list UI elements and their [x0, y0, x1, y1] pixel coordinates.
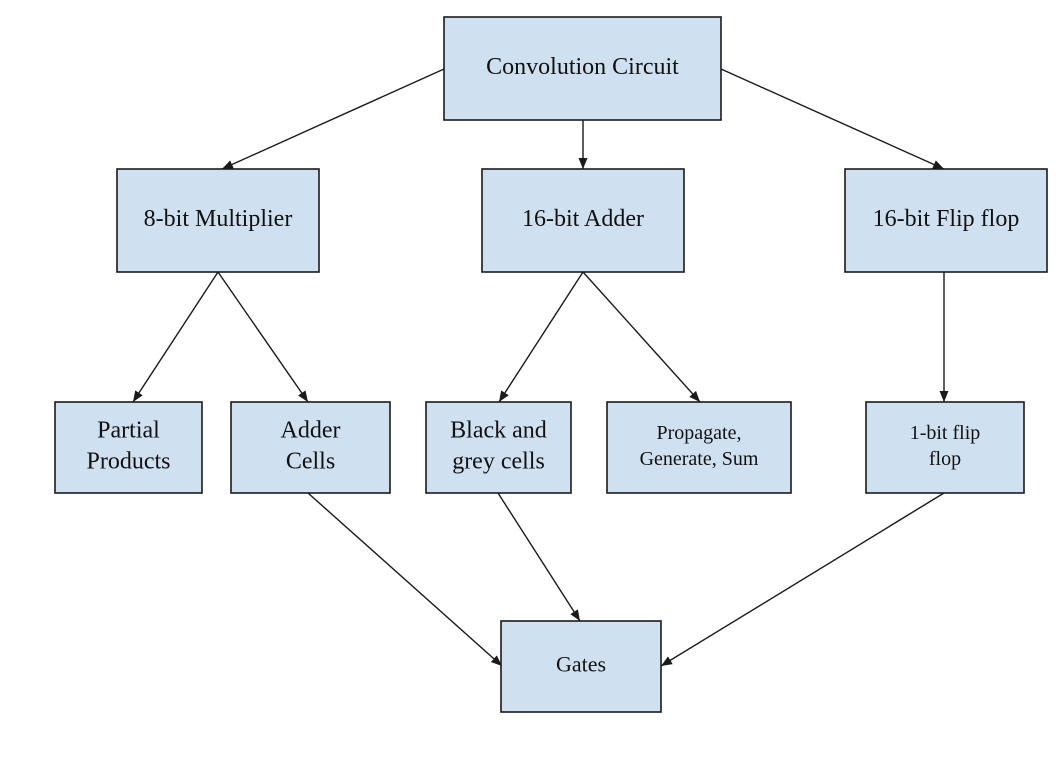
- node-partial-products-box: [54, 401, 203, 494]
- node-16bit-adder-label: 16-bit Adder: [522, 206, 644, 232]
- node-16bit-flip-flop-box: [844, 168, 1048, 273]
- node-1bit-flip-flop-label: 1-bit flip: [910, 422, 981, 444]
- node-propagate-generate-sum-label: Generate, Sum: [640, 448, 759, 470]
- arrow-convolution-circuit-to-flipflop-16bit: [720, 68, 945, 170]
- node-gates-box: [500, 620, 662, 713]
- arrow-adder-cells-to-gates: [307, 492, 503, 667]
- node-convolution-circuit: Convolution Circuit: [443, 16, 722, 121]
- node-propagate-generate-sum-box: [606, 401, 792, 494]
- node-1bit-flip-flop-box: [865, 401, 1025, 494]
- node-partial-products-label: Products: [87, 449, 171, 475]
- node-16bit-flip-flop-label: 16-bit Flip flop: [873, 206, 1020, 232]
- node-black-grey-cells-label: Black and: [450, 417, 547, 443]
- arrow-adder-16bit-to-black-grey-cells: [498, 271, 584, 403]
- node-propagate-generate-sum: Propagate, Generate, Sum: [606, 401, 792, 494]
- node-partial-products-label: Partial: [97, 417, 160, 443]
- node-8bit-multiplier-box: [116, 168, 320, 273]
- node-adder-cells-box: [230, 401, 391, 494]
- node-16bit-adder-box: [481, 168, 685, 273]
- node-black-grey-cells-box: [425, 401, 572, 494]
- node-propagate-generate-sum-label: Propagate,: [657, 422, 742, 444]
- node-convolution-circuit-label: Convolution Circuit: [486, 54, 679, 80]
- node-adder-cells-label: Adder: [281, 417, 341, 443]
- node-adder-cells-label: Cells: [286, 449, 335, 475]
- node-gates-label: Gates: [556, 652, 606, 677]
- node-16bit-flip-flop: 16-bit Flip flop: [844, 168, 1048, 273]
- edges-layer: [132, 68, 949, 667]
- node-1bit-flip-flop-label: flop: [929, 448, 961, 470]
- arrow-black-grey-cells-to-gates: [497, 492, 581, 622]
- nodes-layer: Convolution Circuit 8-bit Multiplier 16-bi…: [54, 16, 1048, 713]
- node-8bit-multiplier: 8-bit Multiplier: [116, 168, 320, 273]
- node-8bit-multiplier-label: 8-bit Multiplier: [144, 206, 293, 232]
- node-convolution-circuit-box: [443, 16, 722, 121]
- node-1bit-flip-flop: 1-bit flip flop: [865, 401, 1025, 494]
- node-gates: Gates: [500, 620, 662, 713]
- node-black-grey-cells-label: grey cells: [452, 449, 545, 475]
- arrow-flipflop-1bit-to-gates: [660, 492, 945, 667]
- arrow-multiplier-8bit-to-partial-products: [132, 271, 219, 403]
- node-black-grey-cells: Black and grey cells: [425, 401, 572, 494]
- node-16bit-adder: 16-bit Adder: [481, 168, 685, 273]
- arrow-multiplier-8bit-to-adder-cells: [217, 271, 309, 403]
- arrow-adder-16bit-to-propagate-generate-sum: [582, 271, 701, 403]
- arrow-convolution-circuit-to-multiplier-8bit: [221, 68, 445, 170]
